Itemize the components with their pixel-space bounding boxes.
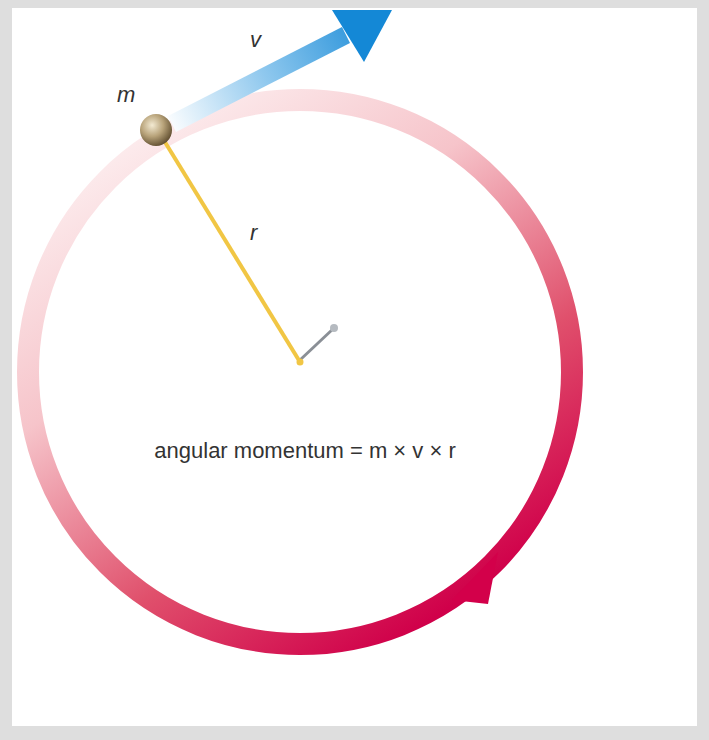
orbit-ring xyxy=(28,100,572,644)
orbit-arrowhead xyxy=(452,552,498,604)
panel-ground xyxy=(12,8,697,726)
pivot xyxy=(297,359,304,366)
mass-ball xyxy=(140,114,172,146)
velocity-arrowhead xyxy=(332,10,392,62)
symbol-label: v xyxy=(250,27,261,52)
symbol-label: r xyxy=(250,220,257,245)
nail xyxy=(300,328,334,360)
formula-text: angular momentum = m × v × r xyxy=(154,438,455,463)
nail-head xyxy=(330,324,338,332)
string xyxy=(160,134,300,362)
velocity-arrow-shaft xyxy=(168,27,350,132)
symbol-label: m xyxy=(117,82,135,107)
